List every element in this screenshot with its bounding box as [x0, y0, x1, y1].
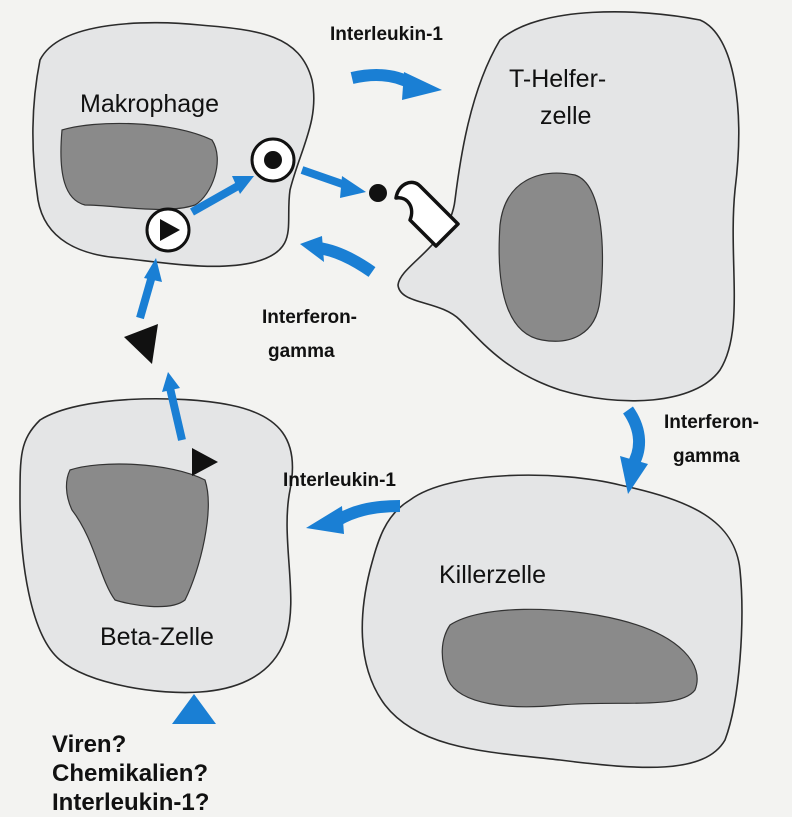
killer-label: Killerzelle [439, 561, 546, 589]
macrophage-label: Makrophage [80, 90, 219, 118]
ifn-left-label-line2: gamma [268, 341, 335, 362]
t-helper-label-line2: zelle [540, 102, 591, 130]
t-helper-label-line1: T-Helfer- [509, 65, 606, 93]
antigen-dot [369, 184, 387, 202]
il1-top-label: Interleukin-1 [330, 24, 443, 45]
beta-cell: Beta-Zelle [20, 399, 293, 693]
mhc-marker-circle-triangle [147, 209, 189, 251]
trigger-chemicals: Chemikalien? [52, 760, 208, 787]
ifn-right-label-line2: gamma [673, 446, 740, 467]
ifn-left-label-line1: Interferon- [262, 307, 357, 328]
il1-middle-label: Interleukin-1 [283, 470, 396, 491]
ifn-right-label-line1: Interferon- [664, 412, 759, 433]
trigger-interleukin: Interleukin-1? [52, 789, 209, 816]
beta-label: Beta-Zelle [100, 623, 214, 651]
macrophage-nucleus [61, 123, 217, 209]
killer-cell: Killerzelle [362, 475, 742, 767]
mhc-marker-circle-dot [252, 139, 294, 181]
trigger-viruses: Viren? [52, 731, 126, 758]
t-helper-nucleus [499, 173, 602, 341]
